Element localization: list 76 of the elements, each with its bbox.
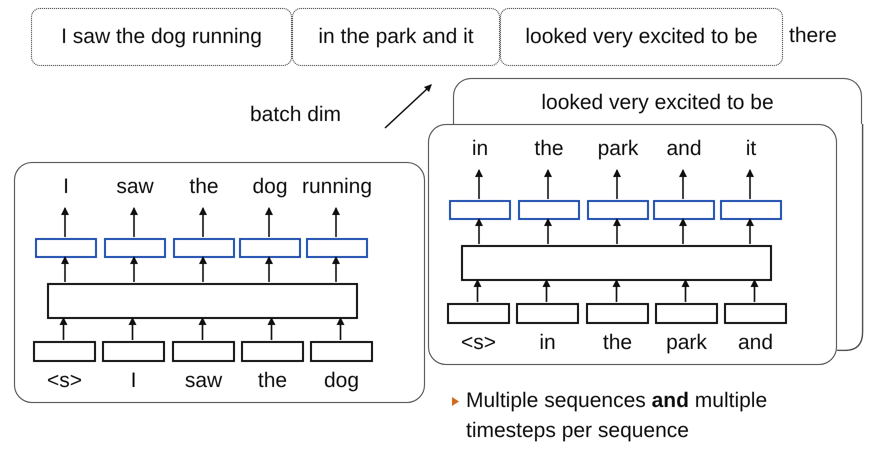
hidden-state-box [173,238,235,258]
arrow [130,207,138,237]
rnn-layer-box [47,283,358,319]
arrow [130,256,138,282]
arrow [613,169,621,199]
sequence-text: I saw the dog running [61,24,262,50]
embedding-box [516,303,579,324]
arrow [199,256,207,282]
embedding-box [33,341,96,362]
arrow [199,207,207,237]
sequence-text: there [789,23,837,49]
arrow [746,218,754,244]
input-token: <s> [46,368,84,394]
input-token: the [602,330,634,356]
stacked-batch-card [453,78,862,124]
hidden-state-box [653,200,715,220]
arrow [475,169,483,199]
input-token: the [256,368,288,394]
input-token: and [736,330,774,356]
arrow [750,279,758,302]
bullet-text: Multiple sequences and multiple timesteps per sequence [466,388,768,444]
batch-card [428,124,837,365]
input-token: in [538,330,557,356]
arrow [746,169,754,199]
hidden-state-box [720,200,782,220]
embedding-box [310,341,373,362]
embedding-box [447,303,510,324]
arrow [544,169,552,199]
sequence-text: looked very excited to be [541,90,774,116]
arrow [612,279,620,302]
arrow [265,207,273,237]
axis-label: batch dim [250,102,342,128]
input-token: saw [184,368,224,394]
arrow [268,317,276,340]
arrow [542,279,550,302]
arrow [265,256,273,282]
output-token: running [292,173,382,209]
input-token: I [130,368,138,394]
hidden-state-box [449,200,511,220]
chunk-box [292,8,500,66]
embedding-box [724,303,787,324]
batch-card [14,162,425,403]
hidden-state-box [104,238,166,258]
input-token: <s> [460,330,498,356]
arrow [60,317,68,340]
input-token: park [665,330,708,356]
hidden-state-box [587,200,649,220]
arrow [679,218,687,244]
arrow [128,317,136,340]
arrow [474,279,482,302]
arrow [336,317,344,340]
arrow [198,317,206,340]
arrow [61,207,69,237]
arrow [475,218,483,244]
chunk-box [500,8,783,66]
arrow [613,218,621,244]
rnn-layer-box [461,245,772,281]
hidden-state-box [35,238,97,258]
input-token: dog [322,368,360,394]
embedding-box [172,341,235,362]
sequence-text: in the park and it [318,24,474,50]
arrow [544,218,552,244]
embedding-box [102,341,165,362]
arrow [682,279,690,302]
embedding-box [241,341,304,362]
embedding-box [586,303,649,324]
arrow [332,256,340,282]
hidden-state-box [306,238,368,258]
embedding-box [655,303,718,324]
hidden-state-box [518,200,580,220]
arrow [332,207,340,237]
arrow [679,169,687,199]
arrow [61,256,69,282]
sequence-text: looked very excited to be [525,24,758,50]
chunk-box [31,8,292,66]
hidden-state-box [239,238,301,258]
